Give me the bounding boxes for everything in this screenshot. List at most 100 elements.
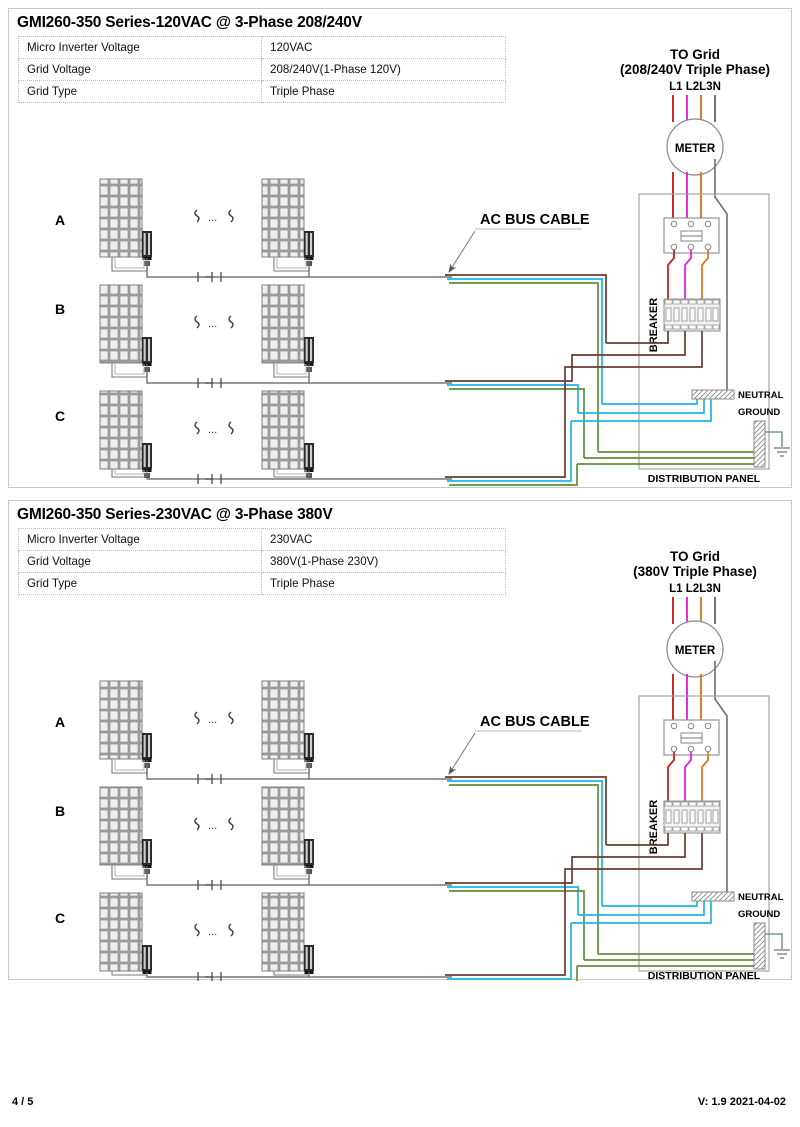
schematic-canvas-1: A [55, 47, 790, 486]
bus-c-neutral [447, 923, 572, 980]
ground-busbar [753, 922, 766, 970]
dc-lead [111, 865, 148, 880]
distribution-panel-label: DISTRIBUTION PANEL [648, 473, 761, 485]
phase-label-b: B [55, 301, 65, 317]
diagram-title: GMI260-350 Series-120VAC @ 3-Phase 208/2… [17, 14, 362, 31]
neutral-tap-a [602, 399, 698, 405]
to-grid-label: TO Grid [670, 549, 720, 564]
page-number: 4 / 5 [12, 1096, 34, 1108]
dc-lead [276, 257, 307, 269]
bus-a-ground [449, 282, 599, 452]
branch-out-b [619, 331, 686, 356]
panel-enclosure [638, 193, 770, 470]
main-out-l2 [684, 752, 692, 801]
ac-trunk-c [146, 975, 452, 978]
pv-string-row-b: B [55, 284, 452, 388]
micro-inverter [142, 945, 152, 974]
phase-terminal-labels: L1 L2L3N [669, 81, 721, 93]
branch-out-c [631, 331, 703, 368]
pv-module [261, 284, 305, 364]
branch-out-c [631, 833, 703, 870]
cable-connector [197, 474, 222, 484]
neutral-busbar [691, 891, 735, 902]
bus-c-line [445, 868, 631, 976]
pv-module [99, 390, 143, 470]
main-breaker [663, 719, 720, 756]
callout-leader [448, 230, 476, 273]
phase-label-a: A [55, 212, 65, 228]
bus-c-ground [576, 966, 578, 981]
earth-ground-icon [774, 949, 790, 959]
bus-b-line [445, 856, 619, 884]
main-breaker [663, 217, 720, 254]
meter-label: METER [675, 143, 716, 155]
continuation-dots: ... [208, 212, 217, 224]
cable-connector [197, 272, 222, 282]
pv-module [261, 680, 305, 760]
dc-lead [273, 469, 310, 478]
meter-out-n [714, 159, 728, 394]
ac-bus-cable-group [445, 274, 631, 486]
neutral-tap-c [571, 399, 712, 422]
table-row: Grid Type Triple Phase [18, 80, 506, 103]
phase-label-c: C [55, 408, 65, 424]
table-row: Grid Type Triple Phase [18, 572, 506, 595]
main-out-l3 [701, 250, 709, 299]
ground-busbar [753, 420, 766, 468]
dc-lead [273, 865, 310, 880]
schematic-canvas-2: A [55, 549, 790, 981]
pv-module [261, 892, 305, 972]
pv-module [99, 178, 143, 258]
cable-connector [197, 880, 222, 890]
ac-trunk-b [146, 874, 452, 886]
dc-lead [273, 759, 310, 774]
distribution-panel: BREAKER [571, 695, 790, 981]
spec-table: Micro Inverter Voltage 120VAC Grid Volta… [18, 36, 506, 103]
pv-string-row-a: A [55, 178, 452, 282]
neutral-busbar [691, 389, 735, 400]
bus-c-line [445, 366, 631, 478]
dc-lead [111, 971, 148, 976]
ac-bus-cable-group [445, 776, 631, 981]
continuation-symbol [194, 817, 234, 831]
dc-lead [114, 363, 145, 375]
neutral-tap-c [571, 901, 712, 924]
callout-leader [448, 732, 476, 775]
pv-string-row-c: C [55, 390, 452, 484]
bus-a-line [445, 776, 607, 845]
neutral-label: NEUTRAL [738, 390, 784, 401]
ac-bus-cable-label: AC BUS CABLE [480, 714, 590, 730]
to-grid-sublabel: (380V Triple Phase) [633, 564, 757, 579]
continuation-dots: ... [208, 926, 217, 938]
distribution-panel-label: DISTRIBUTION PANEL [648, 970, 761, 981]
earth-conductor [765, 933, 783, 949]
meter-label: METER [675, 645, 716, 657]
dc-lead [276, 865, 307, 877]
dc-lead [276, 363, 307, 375]
neutral-label: NEUTRAL [738, 892, 784, 903]
ac-bus-cable-label: AC BUS CABLE [480, 212, 590, 228]
main-out-l3 [701, 752, 709, 801]
continuation-dots: ... [208, 318, 217, 330]
bus-a-neutral [447, 780, 603, 906]
meter-out-n [714, 661, 728, 896]
version-and-date: V: 1.9 2021-04-02 [697, 1096, 786, 1108]
spec-table: Micro Inverter Voltage 230VAC Grid Volta… [18, 528, 506, 595]
neutral-tap-a [602, 901, 698, 907]
earth-conductor [765, 431, 783, 447]
phase-terminal-labels: L1 L2L3N [669, 583, 721, 595]
utility-meter: METER [666, 118, 724, 176]
pv-array-group: A [55, 680, 452, 981]
pv-module [261, 786, 305, 866]
spec-value: Triple Phase [261, 572, 506, 595]
ac-trunk-a [146, 768, 452, 780]
dc-lead [114, 257, 145, 269]
bus-b-line [445, 354, 619, 382]
bus-b-ground [449, 890, 585, 960]
ground-label: GROUND [738, 909, 780, 920]
to-grid-label: TO Grid [670, 47, 720, 62]
dc-lead [276, 469, 307, 475]
phase-label-a: A [55, 714, 65, 730]
phase-label-b: B [55, 803, 65, 819]
